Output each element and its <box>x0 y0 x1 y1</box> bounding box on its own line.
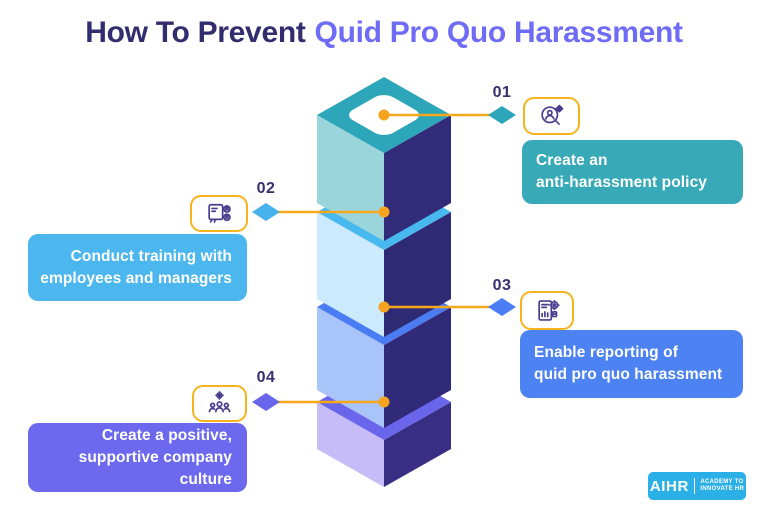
step-1-text-line2: anti-harassment policy <box>536 174 708 191</box>
stack-box-4-left-face <box>317 402 384 487</box>
step-3-text-line1: Enable reporting of <box>534 344 678 361</box>
aihr-logo: AIHR ACADEMY TO INNOVATE HR <box>648 472 746 500</box>
aihr-logo-tagline-line1: ACADEMY TO <box>700 478 744 485</box>
step-3-icon-box <box>520 291 574 330</box>
step-1-diamond <box>488 106 516 124</box>
step-4-diamond <box>252 393 280 411</box>
step-1-number: 01 <box>492 84 512 101</box>
page-title-highlight: Quid Pro Quo Harassment <box>314 16 683 49</box>
connector-dot-2 <box>378 206 390 218</box>
step-3-card: Enable reporting of quid pro quo harassm… <box>520 330 743 398</box>
aihr-logo-tagline-line2: INNOVATE HR <box>700 486 745 492</box>
report-document-icon <box>537 299 560 321</box>
step-2-diamond <box>252 203 280 221</box>
step-4-icon-box <box>192 385 247 422</box>
step-3-text-line2: quid pro quo harassment <box>534 366 723 383</box>
page-title-prefix: How To Prevent <box>85 16 306 49</box>
step-1-text-line1: Create an <box>536 152 608 169</box>
step-4-number: 04 <box>256 369 276 386</box>
stack-box-1-right-face <box>384 115 451 241</box>
aihr-logo-brand: AIHR <box>649 477 689 495</box>
stack-box-1 <box>317 77 451 241</box>
step-3-number: 03 <box>492 277 512 294</box>
step-2-number: 02 <box>256 180 276 197</box>
stack-box-3-right-face <box>384 307 451 428</box>
connector-dot-1 <box>378 109 390 121</box>
aihr-logo-divider <box>693 478 696 494</box>
step-1-icon-box <box>523 97 580 135</box>
stack-box-3-left-face <box>317 307 384 428</box>
connector-dot-4 <box>378 396 390 408</box>
connector-dot-3 <box>378 301 390 313</box>
aihr-logo-tagline: ACADEMY TO INNOVATE HR <box>700 479 744 494</box>
training-presentation-icon <box>207 203 231 223</box>
step-2-text-line1: Conduct training with <box>70 247 232 265</box>
stack-box-2-left-face <box>317 212 384 337</box>
stack-box-1-left-face <box>317 115 384 241</box>
step-2-icon-box <box>190 195 248 232</box>
step-3-diamond <box>488 298 516 316</box>
team-culture-icon <box>208 390 231 413</box>
step-1-card: Create an anti-harassment policy <box>522 140 743 204</box>
step-4-text-line2: supportive company culture <box>78 448 232 488</box>
step-4-text-line1: Create a positive, <box>101 426 232 444</box>
step-2-card: Conduct training with employees and mana… <box>28 234 247 301</box>
anti-harassment-policy-icon <box>541 104 564 125</box>
step-4-card: Create a positive, supportive company cu… <box>28 423 247 492</box>
stack-box-4-right-face <box>384 402 451 487</box>
step-2-text-line2: employees and managers <box>40 269 232 287</box>
